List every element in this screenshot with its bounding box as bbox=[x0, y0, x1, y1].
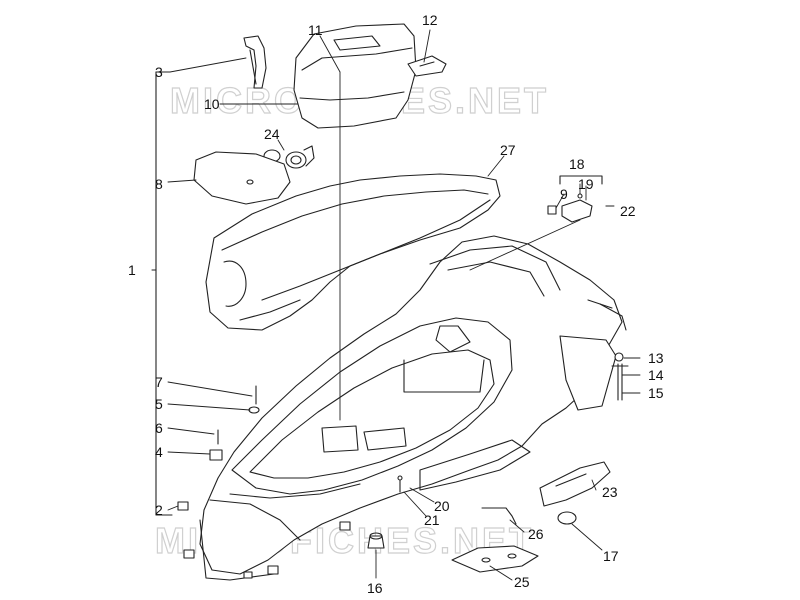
callout-21: 21 bbox=[424, 512, 440, 528]
part-8-mat bbox=[193, 151, 291, 205]
part-2-fasteners bbox=[177, 501, 351, 579]
callout-15: 15 bbox=[648, 385, 664, 401]
part-15-bolt bbox=[611, 352, 629, 401]
assembly-bracket bbox=[151, 71, 173, 516]
callout-25: 25 bbox=[514, 574, 530, 590]
leader-lines bbox=[167, 29, 641, 581]
part-1-body bbox=[199, 235, 627, 581]
part-11-lid bbox=[293, 23, 417, 129]
callout-27: 27 bbox=[500, 142, 516, 158]
callout-10: 10 bbox=[204, 96, 220, 112]
callout-17: 17 bbox=[603, 548, 619, 564]
callout-16: 16 bbox=[367, 580, 383, 596]
callout-8: 8 bbox=[155, 176, 163, 192]
part-12-cover bbox=[407, 55, 447, 77]
callout-5: 5 bbox=[155, 396, 163, 412]
part-25-mat bbox=[451, 545, 539, 573]
part-27-floor-panel bbox=[205, 173, 501, 331]
callout-6: 6 bbox=[155, 420, 163, 436]
callout-26: 26 bbox=[528, 526, 544, 542]
part-20-screw bbox=[397, 475, 403, 493]
callout-18: 18 bbox=[569, 156, 585, 172]
callout-22: 22 bbox=[620, 203, 636, 219]
callout-23: 23 bbox=[602, 484, 618, 500]
callout-9: 9 bbox=[560, 186, 568, 202]
callout-1: 1 bbox=[128, 262, 136, 278]
hardware-small bbox=[209, 385, 260, 461]
part-26-clip bbox=[481, 507, 517, 525]
callout-20: 20 bbox=[434, 498, 450, 514]
callout-11: 11 bbox=[308, 22, 323, 38]
part-23-side-cover bbox=[539, 461, 611, 507]
callout-24: 24 bbox=[264, 126, 280, 142]
callout-19: 19 bbox=[578, 176, 594, 192]
callout-14: 14 bbox=[648, 367, 664, 383]
callout-13: 13 bbox=[648, 350, 664, 366]
callout-7: 7 bbox=[155, 374, 163, 390]
part-17-cap bbox=[557, 511, 577, 525]
part-3-strap bbox=[243, 35, 267, 89]
callout-3: 3 bbox=[155, 64, 163, 80]
callout-12: 12 bbox=[422, 12, 438, 28]
part-16-grommet bbox=[367, 532, 385, 549]
callout-2: 2 bbox=[155, 502, 163, 518]
callout-4: 4 bbox=[155, 444, 163, 460]
